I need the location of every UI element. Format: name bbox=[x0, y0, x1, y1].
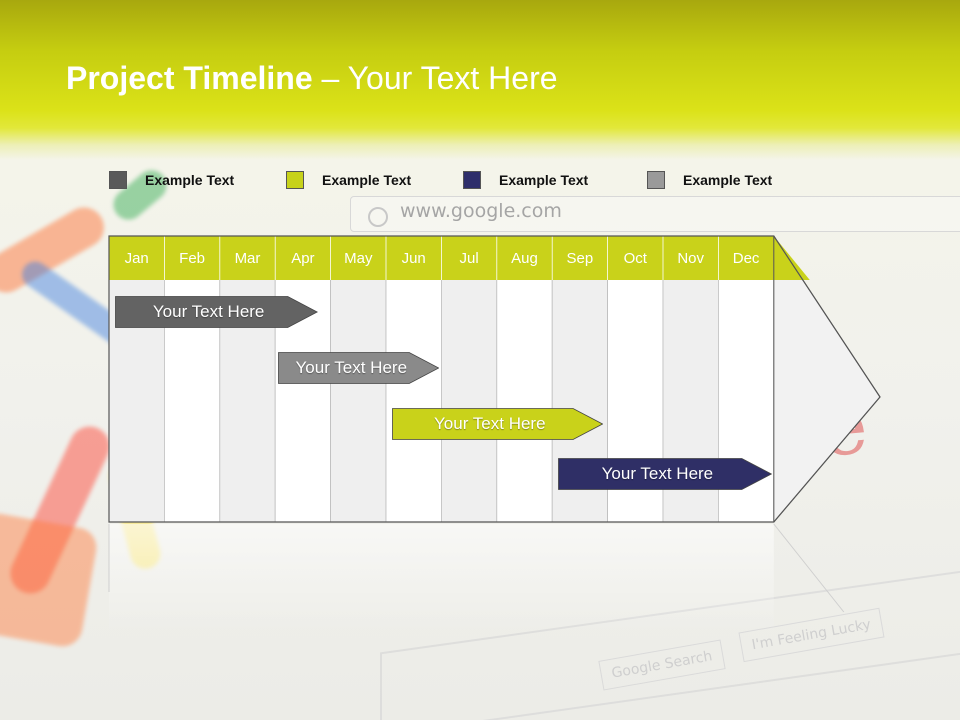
task-label: Your Text Here bbox=[434, 414, 546, 433]
task-label: Your Text Here bbox=[295, 358, 408, 377]
task-arrow-polygon bbox=[114, 296, 318, 328]
task-label: Your Text Here bbox=[152, 302, 265, 321]
month-label: Dec bbox=[732, 250, 760, 267]
legend-label: Example Text bbox=[683, 172, 773, 188]
legend-label: Example Text bbox=[145, 172, 235, 188]
month-column bbox=[219, 235, 276, 523]
browser-address-bar bbox=[350, 196, 960, 232]
month-label: Sep bbox=[566, 250, 594, 267]
legend-item: Example Text bbox=[647, 170, 772, 190]
month-label: Oct bbox=[623, 250, 647, 267]
month-label: Jan bbox=[124, 250, 149, 267]
task-bar[interactable]: Your Text Here bbox=[558, 458, 772, 490]
month-label: Mar bbox=[234, 250, 261, 267]
month-label: Jun bbox=[401, 250, 426, 267]
legend-swatch bbox=[286, 171, 304, 189]
legend-swatch bbox=[109, 171, 127, 189]
timeline-arrow-outline bbox=[108, 235, 881, 523]
task-label: Your Text Here bbox=[601, 464, 714, 483]
task-bar[interactable]: Your Text Here bbox=[278, 352, 440, 384]
month-label: Nov bbox=[677, 250, 705, 267]
legend-swatch bbox=[463, 171, 481, 189]
legend-item: Example Text bbox=[109, 170, 234, 190]
reflection-line bbox=[773, 523, 845, 613]
month-label: Jul bbox=[459, 250, 479, 267]
title-rest: – Your Text Here bbox=[312, 60, 558, 96]
month-label: Feb bbox=[179, 250, 206, 267]
task-arrow-polygon bbox=[278, 352, 440, 384]
task-bar[interactable]: Your Text Here bbox=[114, 296, 318, 328]
month-header-band bbox=[109, 236, 810, 280]
task-arrow-shape bbox=[558, 458, 772, 490]
task-arrow-shape bbox=[391, 408, 603, 440]
task-bar[interactable]: Your Text Here bbox=[391, 408, 603, 440]
legend-item: Example Text bbox=[463, 170, 588, 190]
task-arrow-polygon bbox=[391, 408, 603, 440]
globe-icon bbox=[368, 207, 388, 227]
browser-url-text: www.google.com bbox=[400, 200, 562, 222]
title-bold: Project Timeline bbox=[66, 60, 313, 96]
legend-item: Example Text bbox=[286, 170, 411, 190]
page-title: Project Timeline – Your Text Here bbox=[66, 60, 558, 97]
month-column bbox=[163, 235, 221, 523]
task-arrow-shape bbox=[278, 352, 440, 384]
legend-swatch bbox=[647, 171, 665, 189]
task-arrow-shape bbox=[114, 296, 318, 328]
timeline-reflection bbox=[109, 524, 774, 634]
month-column bbox=[496, 235, 553, 523]
header-band: Project Timeline – Your Text Here bbox=[0, 0, 960, 160]
month-label: May bbox=[344, 250, 373, 267]
task-arrow-polygon bbox=[558, 458, 772, 490]
month-label: Aug bbox=[511, 250, 538, 267]
month-label: Apr bbox=[291, 250, 315, 267]
legend-label: Example Text bbox=[499, 172, 589, 188]
legend-label: Example Text bbox=[322, 172, 412, 188]
